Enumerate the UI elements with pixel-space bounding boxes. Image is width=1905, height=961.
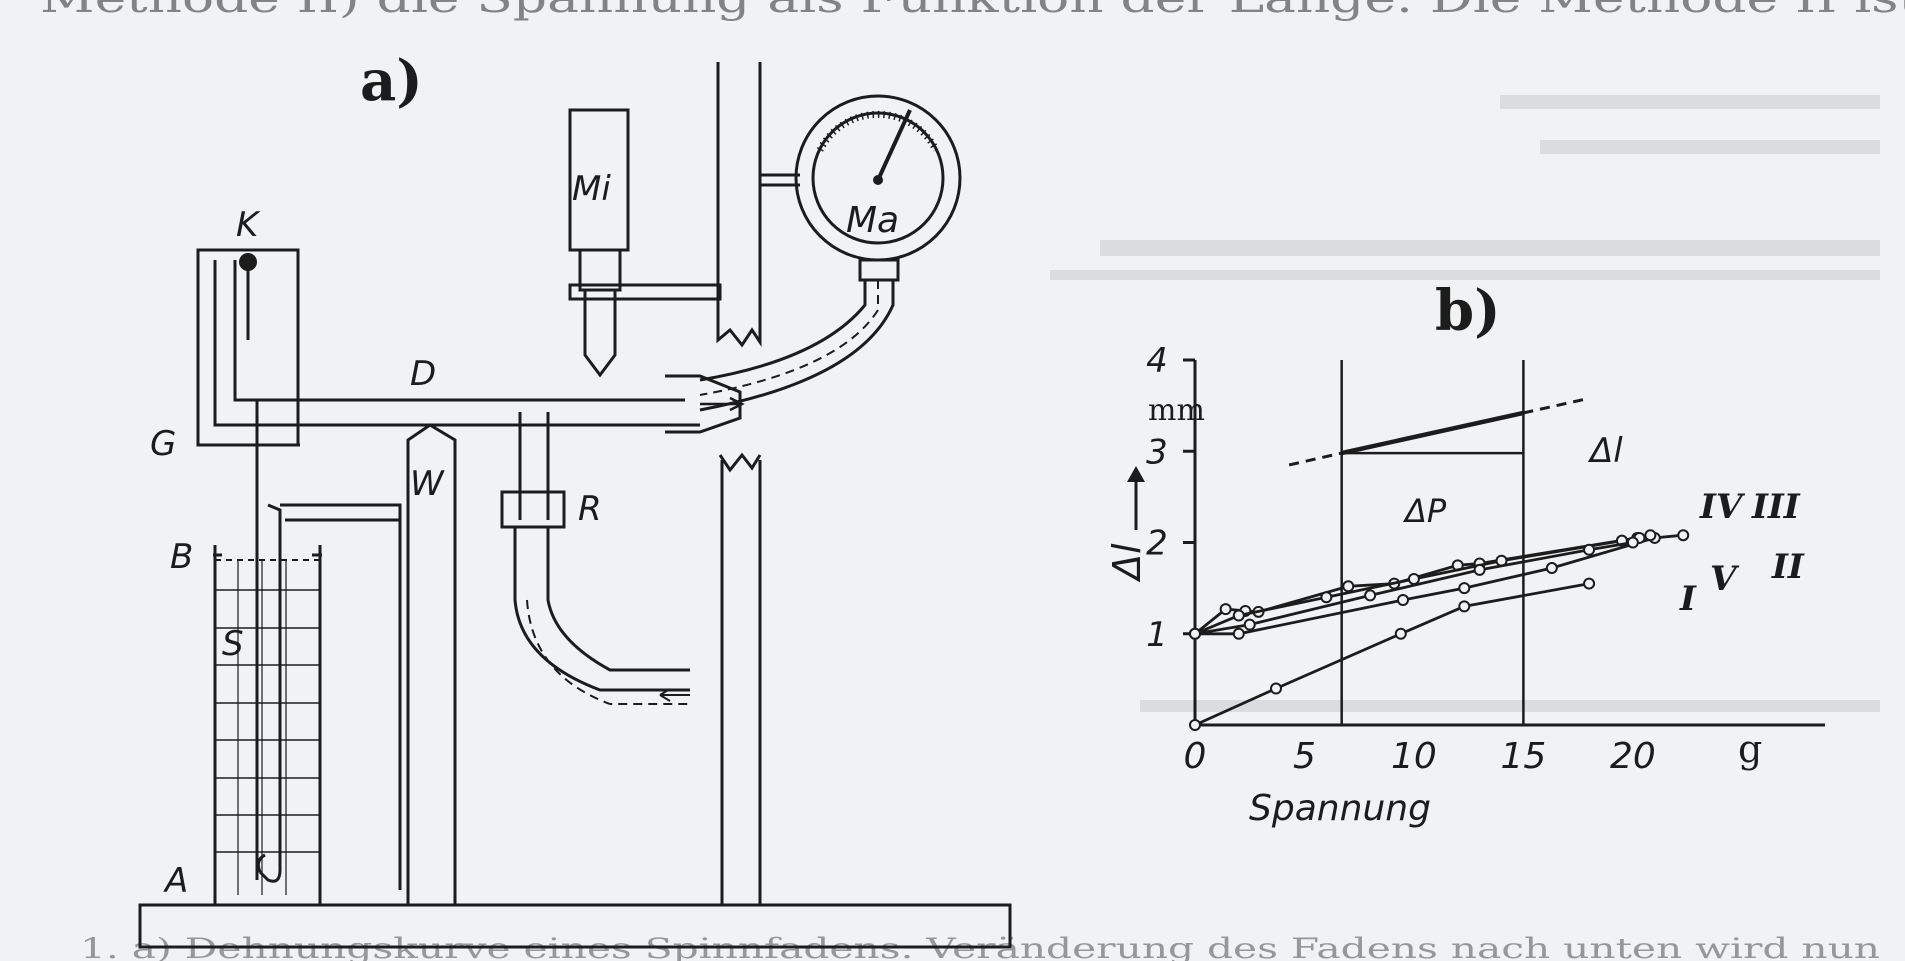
curve-label-I: I — [1679, 579, 1697, 619]
page-bleed — [1050, 95, 1880, 712]
header-text: Methode II) die Spannung als Funktion de… — [40, 0, 1905, 22]
curve-label-IV: IV — [1699, 487, 1746, 527]
data-point-V — [1583, 543, 1596, 556]
x-tick-label: 5 — [1293, 736, 1316, 777]
data-point-V — [1473, 563, 1486, 576]
outlet-nozzle — [665, 374, 745, 434]
housing — [196, 248, 700, 447]
micrometer-Mi — [568, 108, 722, 378]
panel-b-chart: b) mm Δl Spannung g Δl ΔP I II III IV V … — [1105, 278, 1825, 829]
wedge-W — [406, 423, 457, 905]
panel-a-apparatus: a) — [138, 48, 1012, 949]
label-D: D — [410, 354, 436, 394]
x-tick-label: 10 — [1391, 736, 1437, 777]
y-tick-label: 3 — [1146, 432, 1168, 472]
x-tick-label: 20 — [1610, 736, 1656, 777]
label-Mi: Mi — [572, 169, 611, 209]
annotation-extension-right — [1523, 396, 1590, 415]
data-point-III — [1644, 529, 1657, 542]
data-point-II — [1677, 529, 1690, 542]
y-tick-label: 4 — [1146, 341, 1168, 381]
label-B: B — [170, 537, 193, 577]
y-tick-label: 2 — [1146, 524, 1168, 564]
label-G: G — [150, 424, 176, 464]
data-point-I — [1270, 682, 1283, 695]
vertical-post — [716, 62, 762, 905]
data-point-V — [1626, 536, 1639, 549]
label-R: R — [578, 489, 602, 529]
tee-R — [500, 412, 690, 705]
x-unit-label: g — [1738, 727, 1762, 771]
label-K: K — [236, 205, 261, 245]
data-point-I — [1458, 600, 1471, 613]
annotation-slope — [1341, 410, 1524, 456]
data-point-III — [1342, 580, 1355, 593]
series-line-V — [1194, 541, 1634, 636]
x-tick-label: 15 — [1500, 736, 1546, 777]
beaker — [213, 545, 322, 905]
curve-label-III: III — [1751, 487, 1801, 527]
curve-label-II: II — [1771, 547, 1805, 587]
data-point-II — [1458, 582, 1471, 595]
data-point-II — [1396, 593, 1409, 606]
panel-a-label: a) — [360, 48, 423, 114]
data-point-V — [1364, 589, 1377, 602]
thread-tube — [255, 400, 402, 890]
x-axis-label: Spannung — [1249, 788, 1431, 829]
y-axis-label: Δl — [1105, 543, 1149, 583]
delta-l-label: Δl — [1587, 431, 1623, 471]
data-point-V — [1189, 627, 1201, 640]
x-tick-label: 0 — [1184, 736, 1207, 777]
data-point-IV — [1407, 573, 1420, 585]
data-point-I — [1583, 577, 1596, 590]
data-point-I — [1189, 719, 1201, 731]
manometer-Ma — [699, 94, 962, 412]
ball-K — [239, 253, 257, 271]
label-W: W — [410, 464, 445, 504]
label-A: A — [163, 861, 188, 901]
panel-b-label: b) — [1435, 278, 1501, 344]
label-S: S — [222, 624, 244, 664]
data-point-III — [1219, 603, 1232, 616]
data-point-II — [1232, 627, 1245, 640]
data-point-V — [1243, 618, 1256, 631]
base-plate — [138, 903, 1012, 949]
delta-p-label: ΔP — [1402, 492, 1447, 530]
label-Ma: Ma — [846, 200, 899, 241]
y-axis-arrow — [1127, 466, 1145, 530]
data-point-I — [1394, 627, 1407, 640]
data-point-IV — [1320, 591, 1333, 604]
y-tick-label: 1 — [1146, 615, 1168, 655]
data-point-IV — [1232, 609, 1245, 622]
data-point-II — [1545, 562, 1558, 575]
curve-label-V: V — [1710, 559, 1740, 599]
annotation-extension-left — [1288, 451, 1343, 467]
